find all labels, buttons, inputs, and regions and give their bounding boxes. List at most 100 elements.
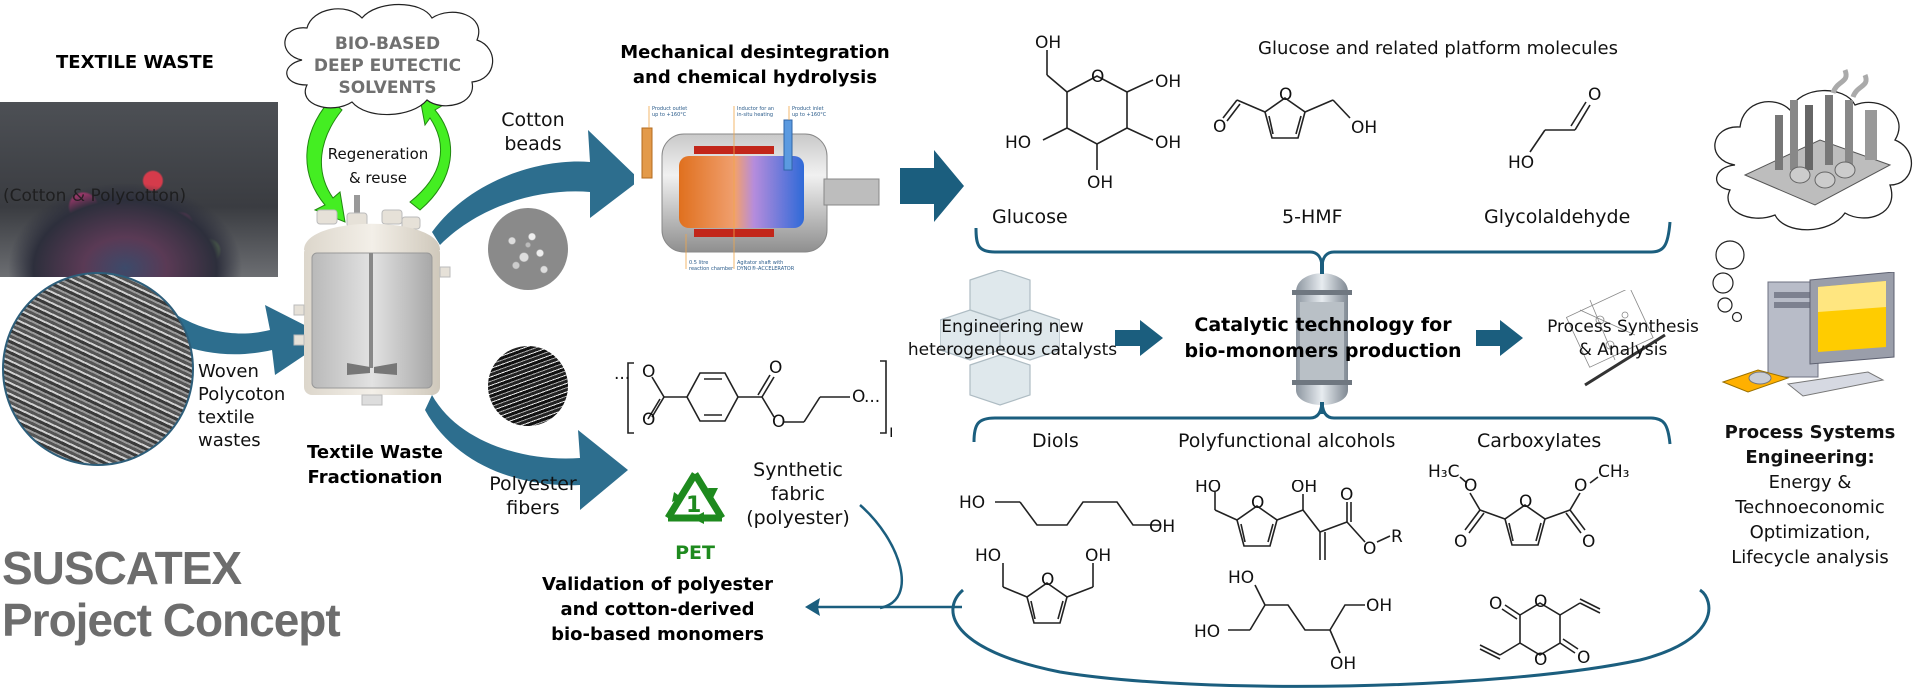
cotton-beads-label: Cotton beads bbox=[501, 109, 565, 155]
svg-text:O: O bbox=[1251, 493, 1264, 513]
svg-text:HO: HO bbox=[1228, 568, 1254, 588]
pet-recycle-icon: 1 bbox=[665, 472, 725, 524]
arrow-catalytic-to-process bbox=[1476, 320, 1523, 356]
mill-illustration bbox=[641, 106, 880, 269]
process-flowsheet-image bbox=[1565, 290, 1666, 387]
polyester-fibers-label: Polyester fibers bbox=[489, 473, 577, 519]
catalytic-technology-label: Catalytic technology for bio-monomers pr… bbox=[1184, 314, 1462, 362]
fractionation-reactor bbox=[293, 195, 451, 406]
connector-pet-to-validation bbox=[859, 504, 904, 610]
regeneration-label: Regeneration & reuse bbox=[327, 145, 429, 187]
svg-text:O: O bbox=[852, 387, 865, 407]
molecule-label-hmf: 5-HMF bbox=[1282, 206, 1343, 228]
mill-callout-chamber: 0.5 litre reaction chamber bbox=[689, 260, 734, 272]
molecule-label-glucose: Glucose bbox=[992, 206, 1068, 228]
pet-ellipsis-right: ... bbox=[864, 387, 880, 407]
svg-text:O: O bbox=[1577, 648, 1590, 668]
computer-icon bbox=[1721, 272, 1895, 397]
svg-text:O: O bbox=[1534, 592, 1547, 612]
hydrolysis-heading: Mechanical desintegration and chemical h… bbox=[620, 42, 890, 88]
hmf-structure: O O OH bbox=[1213, 85, 1377, 139]
svg-text:O: O bbox=[1574, 476, 1587, 496]
svg-text:O: O bbox=[1454, 532, 1467, 552]
pet-recycle-code: 1 bbox=[686, 493, 701, 518]
arrow-waste-to-reactor bbox=[120, 280, 330, 375]
pet-caption: Synthetic fabric (polyester) bbox=[746, 459, 850, 529]
svg-text:H₃C: H₃C bbox=[1428, 462, 1459, 482]
molecule-label-glycolaldehyde: Glycolaldehyde bbox=[1484, 206, 1631, 228]
svg-text:O: O bbox=[1340, 485, 1353, 505]
catalyst-label: Engineering new heterogeneous catalysts bbox=[907, 317, 1118, 360]
svg-text:OH: OH bbox=[1085, 546, 1111, 566]
svg-text:O: O bbox=[1041, 570, 1054, 590]
svg-text:O: O bbox=[1363, 539, 1376, 559]
validation-label: Validation of polyester and cotton-deriv… bbox=[542, 574, 773, 645]
arrow-reactor-to-mill bbox=[432, 130, 640, 245]
category-polyfunctional-alcohols: Polyfunctional alcohols bbox=[1178, 430, 1396, 452]
vinyl-lactide-structure: O O O O bbox=[1479, 592, 1601, 670]
svg-text:O: O bbox=[642, 362, 655, 382]
refinery-thought-bubble bbox=[1712, 69, 1912, 323]
svg-text:HO: HO bbox=[1508, 153, 1534, 173]
zeolite-catalyst-image bbox=[940, 270, 1060, 406]
svg-text:O: O bbox=[1464, 476, 1477, 496]
arrow-reactor-to-pet bbox=[425, 395, 628, 510]
arrow-catalysts-to-catalytic bbox=[1115, 320, 1163, 356]
platform-molecules-heading: Glucose and related platform molecules bbox=[1258, 38, 1618, 59]
svg-text:HO: HO bbox=[1194, 622, 1220, 642]
mill-callout-inductor: Inductor for an in-situ heating bbox=[737, 106, 775, 118]
polyester-fibers-micrograph bbox=[488, 346, 568, 426]
svg-text:O: O bbox=[642, 410, 655, 430]
textile-waste-caption: (Cotton & Polycotton) bbox=[3, 186, 187, 206]
svg-text:HO: HO bbox=[959, 493, 985, 513]
textile-waste-heading: TEXTILE WASTE bbox=[56, 52, 214, 73]
mill-callout-shaft: Agitator shaft with DYNO®-ACCELERATOR bbox=[737, 260, 795, 272]
pse-text: Process Systems Engineering: Energy & Te… bbox=[1724, 422, 1896, 568]
svg-text:O: O bbox=[769, 358, 782, 378]
regen-arrow-down bbox=[306, 99, 346, 223]
svg-text:O: O bbox=[1534, 650, 1547, 670]
svg-text:O: O bbox=[1091, 67, 1104, 87]
project-title: SUSCATEX Project Concept bbox=[2, 542, 341, 646]
solvent-cloud-text: BIO-BASED DEEP EUTECTIC SOLVENTS bbox=[313, 34, 462, 98]
arrow-validation-head bbox=[805, 598, 820, 616]
svg-text:OH: OH bbox=[1291, 480, 1317, 497]
svg-text:OH: OH bbox=[1087, 173, 1113, 193]
svg-text:OH: OH bbox=[1366, 596, 1392, 616]
woven-label: Woven Polycoton textile wastes bbox=[198, 361, 286, 451]
pet-ellipsis-left: ... bbox=[614, 364, 630, 384]
mill-callout-inlet: Product inlet up to +160°C bbox=[792, 106, 827, 118]
glucose-structure: OH O OH OH HO OH bbox=[1005, 33, 1181, 193]
cotton-beads-micrograph bbox=[488, 208, 568, 290]
svg-text:OH: OH bbox=[1149, 517, 1175, 537]
bracket-bottom-arc bbox=[951, 588, 1711, 688]
pet-recycle-label: PET bbox=[675, 542, 715, 564]
svg-text:CH₃: CH₃ bbox=[1598, 462, 1629, 482]
hexanetetrol-structure: HO HO OH OH bbox=[1194, 568, 1392, 670]
category-diols: Diols bbox=[1032, 430, 1079, 452]
process-synthesis-label: Process Synthesis & Analysis bbox=[1547, 317, 1699, 360]
fiber-micrograph bbox=[2, 272, 194, 466]
svg-text:O: O bbox=[1279, 85, 1292, 105]
hexanediol-structure: HO OH bbox=[959, 493, 1175, 537]
category-carboxylates: Carboxylates bbox=[1477, 430, 1602, 452]
fractionation-label: Textile Waste Fractionation bbox=[306, 442, 443, 488]
svg-text:O: O bbox=[1213, 117, 1226, 137]
mill-callout-outlet: Product outlet up to +160°C bbox=[652, 106, 688, 118]
svg-text:O: O bbox=[1582, 532, 1595, 552]
glycolaldehyde-structure: HOO bbox=[1508, 85, 1601, 173]
textile-waste-photo bbox=[0, 102, 278, 277]
svg-text:OH: OH bbox=[1035, 33, 1061, 53]
refinery-icon bbox=[1743, 69, 1892, 206]
pet-subscript-n: n bbox=[889, 422, 892, 442]
svg-text:OH: OH bbox=[1330, 654, 1356, 670]
svg-text:O: O bbox=[772, 412, 785, 432]
arrow-mill-to-glucose bbox=[900, 150, 964, 222]
svg-text:OH: OH bbox=[1155, 72, 1181, 92]
svg-text:O: O bbox=[1519, 492, 1532, 512]
svg-text:O: O bbox=[1489, 594, 1502, 614]
svg-text:OH: OH bbox=[1155, 133, 1181, 153]
svg-text:OH: OH bbox=[1351, 118, 1377, 138]
